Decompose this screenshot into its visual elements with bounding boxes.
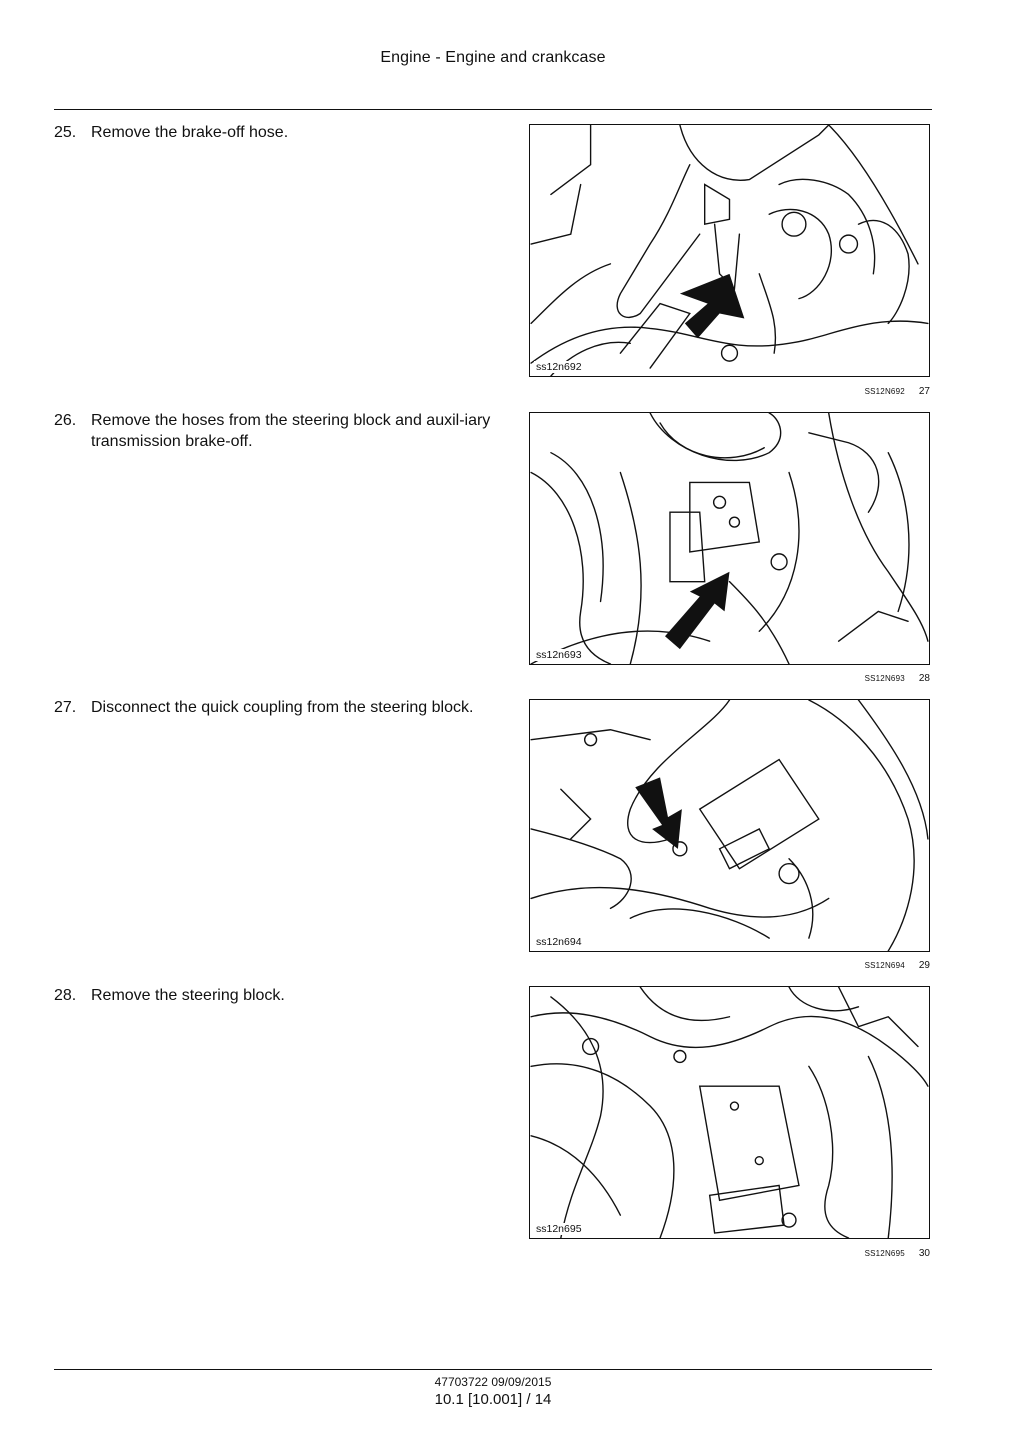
figure-brake-off-hose: ss12n692 [529,124,930,377]
footer-rule [54,1369,932,1370]
figure-number: 30 [918,1248,930,1259]
figure-image-tag: ss12n693 [534,649,584,661]
figure-reference: SS12N693 [864,674,905,683]
figure-steering-block-removal: ss12n695 [529,986,930,1239]
step-text: Remove the hoses from the steering block… [91,412,491,450]
header-rule [54,109,932,110]
step-text: Remove the brake-off hose. [91,124,289,141]
line-drawing-illustration [530,125,929,376]
line-drawing-illustration [530,413,929,664]
figure-image-tag: ss12n695 [534,1223,584,1235]
step-number: 26. [54,412,77,429]
line-drawing-illustration [530,987,929,1238]
figure-image-tag: ss12n694 [534,936,584,948]
step-number: 25. [54,124,77,141]
step-28: 28. Remove the steering block. [54,985,504,1006]
footer-document-id: 47703722 09/09/2015 [434,1375,552,1389]
step-25: 25. Remove the brake-off hose. [54,122,504,143]
line-drawing-illustration [530,700,929,951]
step-26: 26. Remove the hoses from the steering b… [54,410,504,452]
step-text: Disconnect the quick coupling from the s… [91,699,474,716]
figure-reference: SS12N695 [864,1249,905,1258]
figure-number: 29 [918,960,930,971]
step-number: 28. [54,987,77,1004]
page-header-title: Engine - Engine and crankcase [380,49,606,66]
figure-reference: SS12N694 [864,961,905,970]
step-number: 27. [54,699,77,716]
step-27: 27. Disconnect the quick coupling from t… [54,697,504,718]
figure-number: 28 [918,673,930,684]
figure-number: 27 [918,386,930,397]
figure-caption-30: SS12N695 30 [530,1248,930,1260]
figure-caption-28: SS12N693 28 [530,673,930,685]
figure-caption-29: SS12N694 29 [530,960,930,972]
figure-image-tag: ss12n692 [534,361,584,373]
figure-caption-27: SS12N692 27 [530,386,930,398]
figure-reference: SS12N692 [864,387,905,396]
step-text: Remove the steering block. [91,987,285,1004]
figure-quick-coupling: ss12n694 [529,699,930,952]
footer-page-number: 10.1 [10.001] / 14 [434,1391,552,1408]
figure-steering-block-hoses: ss12n693 [529,412,930,665]
